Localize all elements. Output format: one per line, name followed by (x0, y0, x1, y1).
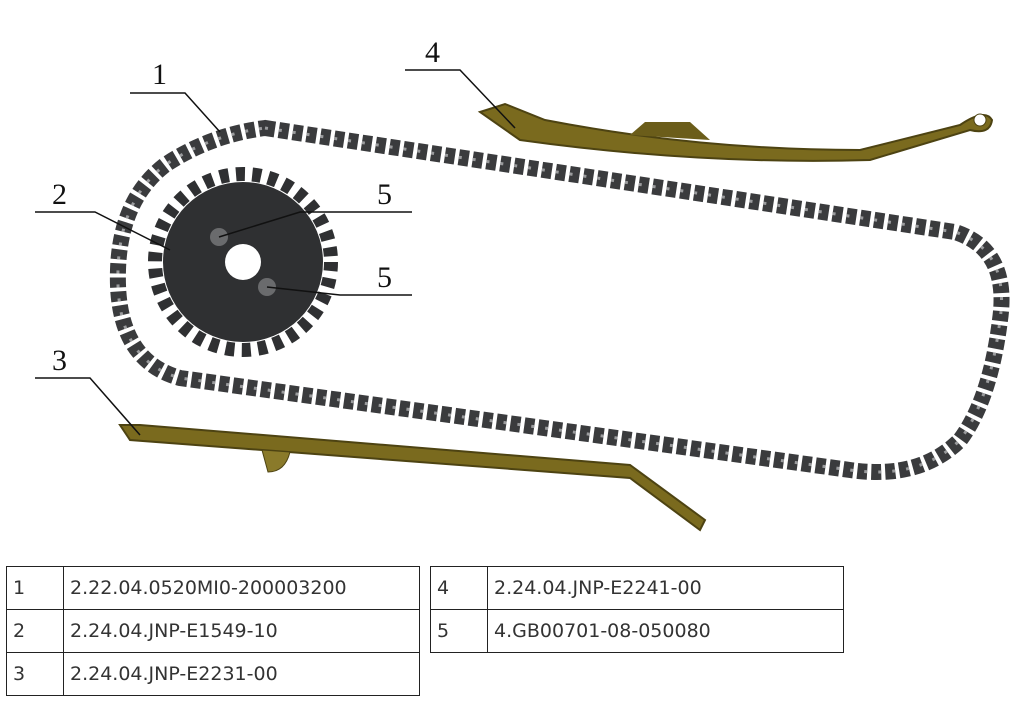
part-number: 2 (6, 609, 64, 653)
leader-lines (35, 69, 516, 436)
part-number: 1 (6, 566, 64, 610)
callout-2: 2 (52, 178, 67, 211)
callout-3: 3 (52, 344, 67, 377)
chain-guide-3 (118, 424, 707, 532)
part-code: 2.24.04.JNP-E2241-00 (487, 566, 844, 610)
part-code: 4.GB00701-08-050080 (487, 609, 844, 653)
callout-4: 4 (425, 36, 440, 69)
timing-chain-1 (109, 119, 1010, 480)
callout-1: 1 (152, 58, 167, 91)
part-code: 2.24.04.JNP-E2231-00 (63, 652, 420, 696)
part-code: 2.24.04.JNP-E1549-10 (63, 609, 420, 653)
sprocket-2 (148, 167, 338, 357)
callout-5a: 5 (377, 178, 392, 211)
callout-5b: 5 (377, 261, 392, 294)
part-number: 3 (6, 652, 64, 696)
timing-chain-diagram: 1 2 3 4 5 5 (35, 36, 1010, 532)
part-number: 4 (430, 566, 488, 610)
part-number: 5 (430, 609, 488, 653)
tensioner-guide-4 (477, 102, 994, 162)
part-code: 2.22.04.0520MI0-200003200 (63, 566, 420, 610)
